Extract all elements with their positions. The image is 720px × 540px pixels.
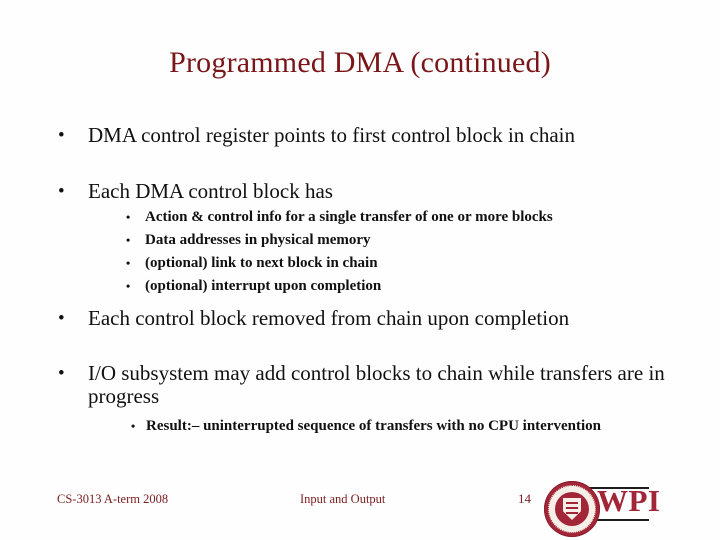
bullet-icon: • (126, 279, 131, 293)
bullet-icon: • (126, 210, 131, 224)
shield-icon (563, 498, 581, 520)
sub-bullet-item: • (optional) interrupt upon completion (126, 278, 381, 295)
bullet-item: • DMA control register points to first c… (58, 124, 575, 147)
bullet-icon: • (126, 233, 131, 247)
result-text: Result:– uninterrupted sequence of trans… (146, 418, 601, 434)
sub-bullet-text: Action & control info for a single trans… (145, 209, 553, 225)
sub-bullet-item: • Action & control info for a single tra… (126, 209, 553, 226)
sub-bullet-item: • Result:– uninterrupted sequence of tra… (131, 417, 601, 435)
slide-title: Programmed DMA (continued) (169, 46, 551, 79)
bullet-item: • Each DMA control block has (58, 180, 333, 203)
bullet-item: • I/O subsystem may add control blocks t… (58, 362, 688, 408)
footer-course: CS-3013 A-term 2008 (57, 492, 169, 506)
logo-rule-bottom (583, 519, 649, 521)
bullet-text: Each control block removed from chain up… (88, 306, 570, 330)
bullet-item: • Each control block removed from chain … (58, 307, 569, 330)
shield-marks (566, 502, 578, 504)
sub-bullet-text: (optional) interrupt upon completion (145, 278, 382, 294)
bullet-icon: • (58, 308, 65, 329)
bullet-text: Each DMA control block has (88, 179, 333, 203)
bullet-text: I/O subsystem may add control blocks to … (88, 361, 665, 408)
bullet-icon: • (131, 419, 136, 433)
logo-rule-top (583, 487, 649, 489)
bullet-icon: • (126, 256, 131, 270)
bullet-icon: • (58, 125, 65, 146)
wpi-wordmark: WPI (597, 483, 661, 518)
bullet-icon: • (58, 363, 65, 384)
footer-lecture-title: Input and Output (300, 492, 386, 506)
bullet-icon: • (58, 181, 65, 202)
bullet-text: DMA control register points to first con… (88, 123, 575, 147)
page-number: 14 (518, 491, 531, 506)
sub-bullet-text: (optional) link to next block in chain (145, 255, 378, 271)
sub-bullet-text: Data addresses in physical memory (145, 232, 371, 248)
sub-bullet-item: • Data addresses in physical memory (126, 232, 371, 249)
sub-bullet-item: • (optional) link to next block in chain (126, 255, 378, 272)
wpi-seal-icon (544, 481, 600, 537)
